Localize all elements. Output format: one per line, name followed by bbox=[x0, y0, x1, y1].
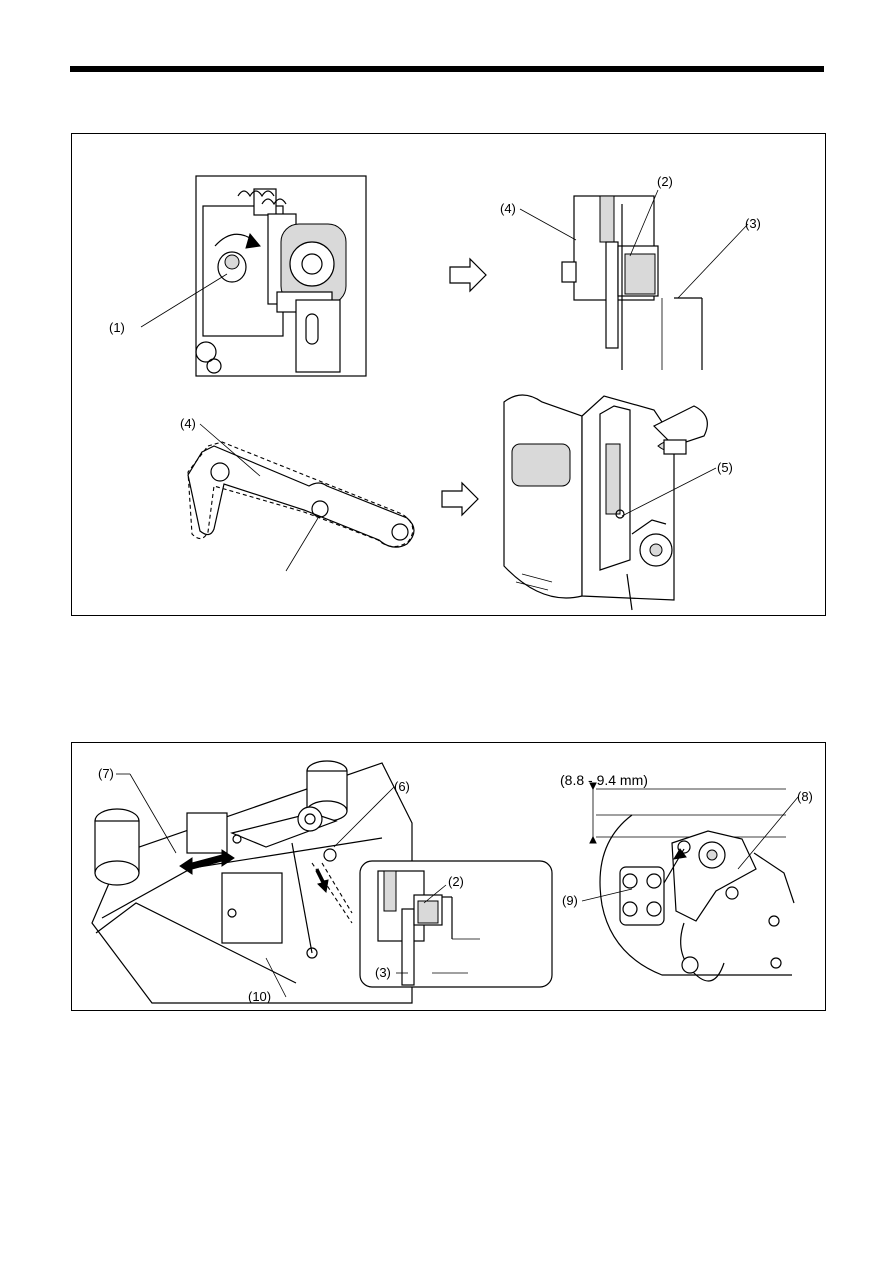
hollow-right-arrow-icon bbox=[441, 481, 479, 517]
hollow-right-arrow-icon bbox=[449, 257, 487, 293]
double-arrow-icon bbox=[179, 849, 235, 875]
machine-head-illustration bbox=[503, 394, 708, 611]
leader-line-10 bbox=[265, 957, 287, 998]
inset-detail-box bbox=[359, 860, 553, 988]
top-view-dimension-illustration bbox=[589, 782, 795, 982]
figure-top-drawing: (1) (2) (4) (3) (4) bbox=[109, 174, 761, 611]
lever-part-illustration bbox=[187, 441, 415, 548]
leader-line-9 bbox=[581, 888, 633, 902]
leader-line-4-top bbox=[519, 208, 577, 241]
leader-line-4-bottom bbox=[199, 423, 261, 477]
label-8: (8) bbox=[797, 789, 813, 804]
label-4-top: (4) bbox=[500, 201, 516, 216]
inset-label-2: (2) bbox=[448, 874, 464, 889]
leader-line-unlabeled bbox=[285, 517, 319, 572]
leader-line-6 bbox=[333, 786, 395, 848]
leader-line-2 bbox=[629, 189, 659, 257]
leader-line-5 bbox=[621, 467, 717, 517]
figure-panel-bottom: (7) (6) (10) (2) (3) bbox=[71, 742, 826, 1011]
inset-leader-2 bbox=[423, 884, 447, 904]
label-6: (6) bbox=[394, 779, 410, 794]
label-9: (9) bbox=[562, 893, 578, 908]
header-rule bbox=[70, 66, 824, 72]
leader-line-7 bbox=[129, 773, 177, 854]
dimension-label: (8.8 - 9.4 mm) bbox=[560, 772, 648, 788]
label-3: (3) bbox=[745, 216, 761, 231]
machine-side-illustration bbox=[195, 175, 367, 377]
leader-line-3 bbox=[677, 223, 749, 299]
inset-label-3: (3) bbox=[375, 965, 391, 980]
leader-line-1 bbox=[140, 273, 228, 328]
rotate-arrow-icon bbox=[245, 232, 261, 249]
label-4-bottom: (4) bbox=[180, 416, 196, 431]
label-1: (1) bbox=[109, 320, 125, 335]
label-10: (10) bbox=[248, 989, 271, 1004]
figure-bottom-drawing: (7) (6) (10) (2) (3) bbox=[91, 760, 813, 1004]
leader-line-8 bbox=[737, 796, 799, 870]
down-arrow-icon bbox=[315, 868, 329, 894]
sectional-closeup-illustration bbox=[561, 195, 703, 370]
label-5: (5) bbox=[717, 460, 733, 475]
label-7: (7) bbox=[98, 766, 114, 781]
mechanism-view-illustration bbox=[91, 760, 413, 1004]
label-2: (2) bbox=[657, 174, 673, 189]
figure-panel-top: (1) (2) (4) (3) (4) bbox=[71, 133, 826, 616]
